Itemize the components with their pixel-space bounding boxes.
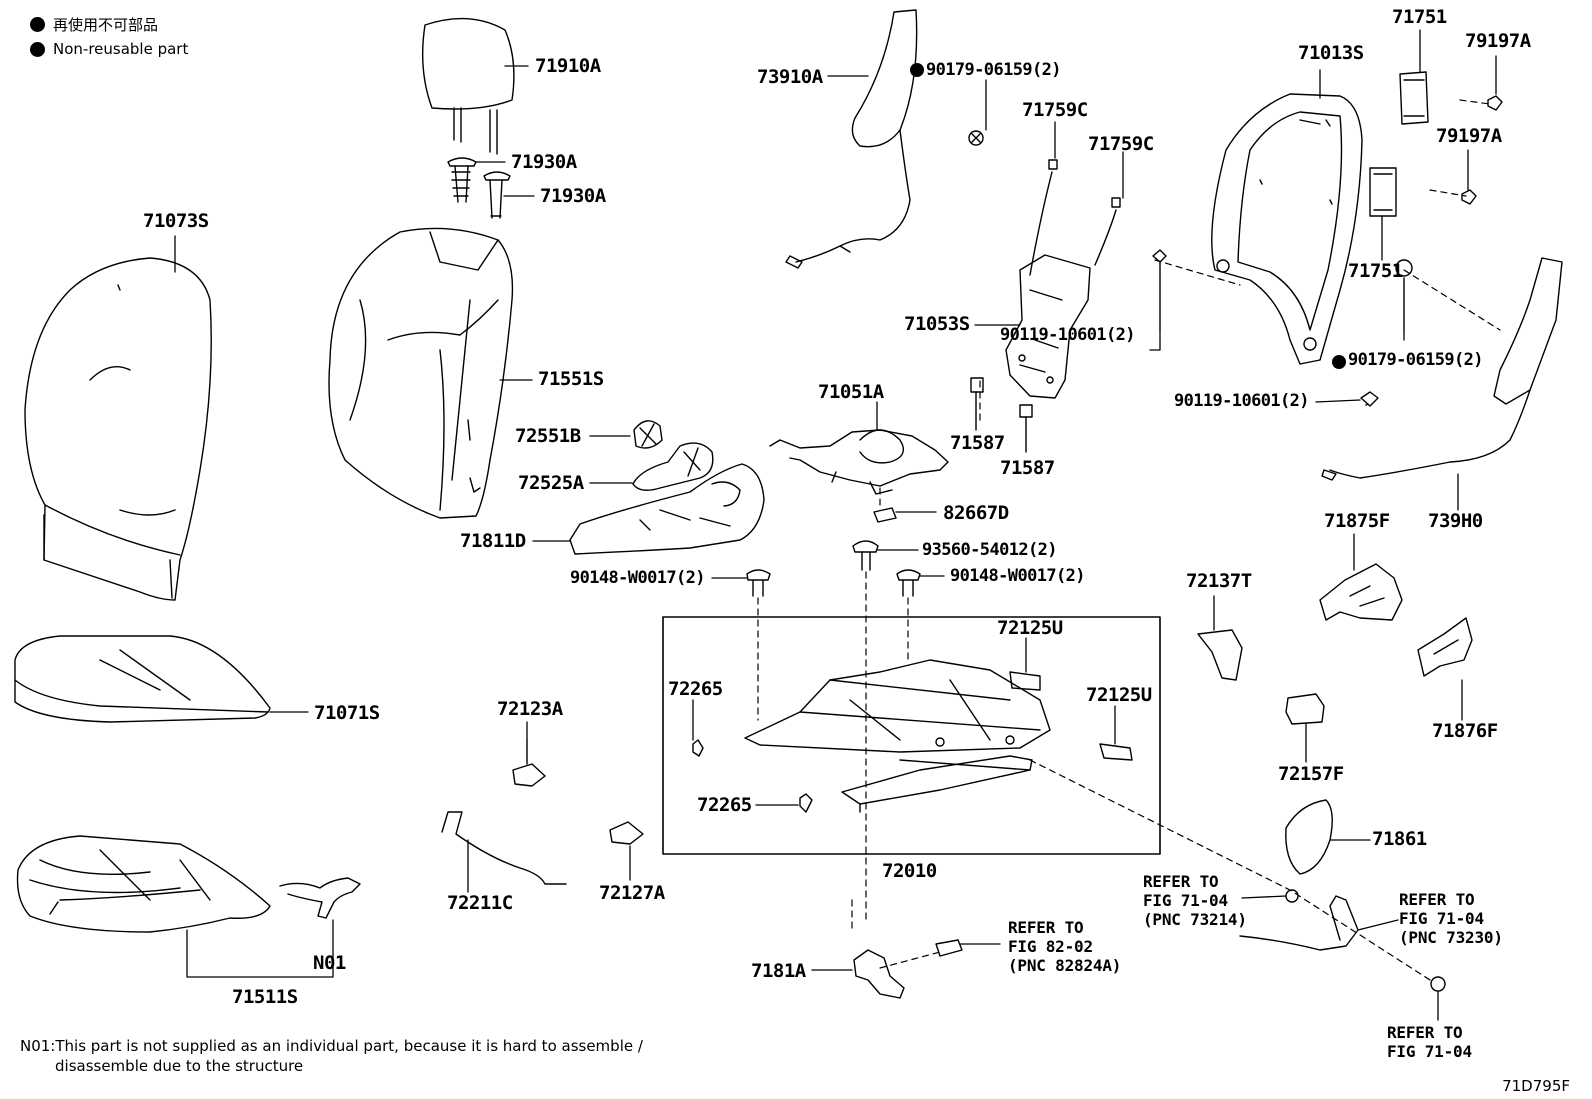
part-label-72551B[interactable]: 72551B <box>515 425 581 447</box>
recliner-lever-drawing <box>632 442 714 491</box>
clip-drawing <box>970 377 1033 453</box>
part-label-72265-2[interactable]: 72265 <box>697 794 752 816</box>
part-label-90179-06159-2[interactable]: 90179-06159(2) <box>1348 350 1483 370</box>
part-label-7181A[interactable]: 7181A <box>751 960 806 982</box>
part-label-90148-W0017[interactable]: 90148-W0017(2) <box>570 568 705 588</box>
reference-fig-71-04[interactable]: REFER TO FIG 71-04 <box>1387 1023 1472 1061</box>
leader-lines <box>174 29 1497 1021</box>
part-label-71073S[interactable]: 71073S <box>143 210 209 232</box>
seatback-frame-drawing <box>1211 93 1363 365</box>
legend-jp-text: 再使用不可部品 <box>53 16 159 34</box>
legend-en: Non-reusable part <box>30 40 188 58</box>
clip-72127A-drawing <box>609 821 644 845</box>
headrest-guide-drawing <box>447 157 511 219</box>
part-label-90119-10601[interactable]: 90119-10601(2) <box>1000 325 1135 345</box>
shield-drawing <box>569 463 765 555</box>
part-label-71587[interactable]: 71587 <box>950 432 1005 454</box>
seat-track-group-box <box>662 616 1161 855</box>
screw-drawing <box>1461 95 1503 205</box>
part-label-71051A[interactable]: 71051A <box>818 381 884 403</box>
figure-id: 71D795F <box>1502 1077 1570 1095</box>
part-label-71759C[interactable]: 71759C <box>1022 99 1088 121</box>
footnote-line-1: N01:This part is not supplied as an indi… <box>20 1037 643 1055</box>
part-label-71875F[interactable]: 71875F <box>1324 510 1390 532</box>
seat-cushion-cover-drawing <box>14 635 271 723</box>
reference-fig-71-04-pnc-73214[interactable]: REFER TO FIG 71-04 (PNC 73214) <box>1143 872 1247 929</box>
cover-72137T-drawing <box>1197 629 1243 681</box>
part-label-72010[interactable]: 72010 <box>882 860 937 882</box>
non-reusable-marker-icon <box>1332 355 1346 369</box>
part-label-71759C-2[interactable]: 71759C <box>1088 133 1154 155</box>
part-label-71053S[interactable]: 71053S <box>904 313 970 335</box>
part-label-72125U[interactable]: 72125U <box>997 617 1063 639</box>
part-label-71013S[interactable]: 71013S <box>1298 42 1364 64</box>
adjuster-bracket-drawing <box>1005 254 1091 399</box>
seat-track-drawing <box>744 659 1051 813</box>
part-label-72157F[interactable]: 72157F <box>1278 763 1344 785</box>
cable-drawing <box>1029 159 1121 276</box>
reference-fig-71-04-pnc-73230[interactable]: REFER TO FIG 71-04 (PNC 73230) <box>1399 890 1503 947</box>
part-label-71811D[interactable]: 71811D <box>460 530 526 552</box>
headrest-drawing <box>421 17 515 155</box>
part-label-79197A[interactable]: 79197A <box>1465 30 1531 52</box>
side-airbag-2-drawing <box>1321 257 1563 481</box>
part-label-90179-06159[interactable]: 90179-06159(2) <box>926 60 1061 80</box>
n01-wire-drawing <box>279 877 361 919</box>
bracket-pad-drawing <box>1369 71 1429 217</box>
side-airbag-drawing <box>785 9 984 269</box>
reference-fig-82-02[interactable]: REFER TO FIG 82-02 (PNC 82824A) <box>1008 918 1122 975</box>
wire-72211C-drawing <box>441 811 567 885</box>
part-label-93560-54012[interactable]: 93560-54012(2) <box>922 540 1057 560</box>
part-label-72137T[interactable]: 72137T <box>1186 570 1252 592</box>
part-label-71511S[interactable]: 71511S <box>232 986 298 1008</box>
part-label-72125U-2[interactable]: 72125U <box>1086 684 1152 706</box>
part-label-82667D[interactable]: 82667D <box>943 502 1009 524</box>
part-label-71751[interactable]: 71751 <box>1392 6 1447 28</box>
part-label-71587-2[interactable]: 71587 <box>1000 457 1055 479</box>
non-reusable-marker-icon <box>910 63 924 77</box>
part-label-72123A[interactable]: 72123A <box>497 698 563 720</box>
part-label-90119-10601-2[interactable]: 90119-10601(2) <box>1174 391 1309 411</box>
part-label-72127A[interactable]: 72127A <box>599 882 665 904</box>
knob-drawing <box>633 420 663 449</box>
part-label-71861[interactable]: 71861 <box>1372 828 1427 850</box>
part-label-71930A[interactable]: 71930A <box>511 151 577 173</box>
part-label-71551S[interactable]: 71551S <box>538 368 604 390</box>
seatback-cover-drawing <box>24 257 212 601</box>
bracket-7181A-drawing <box>853 939 963 999</box>
non-reusable-dot-icon <box>30 17 45 32</box>
part-label-71751-2[interactable]: 71751 <box>1348 260 1403 282</box>
fastener-drawing <box>1152 249 1413 407</box>
part-label-71910A[interactable]: 71910A <box>535 55 601 77</box>
part-label-90148-W0017-2[interactable]: 90148-W0017(2) <box>950 566 1085 586</box>
seatback-pad-drawing <box>328 227 514 519</box>
part-label-79197A-2[interactable]: 79197A <box>1436 125 1502 147</box>
clip-72123A-drawing <box>512 739 546 787</box>
cover-71861-drawing <box>1285 799 1333 875</box>
bolt-drawing <box>746 540 921 597</box>
part-label-73910A[interactable]: 73910A <box>757 66 823 88</box>
legend-en-text: Non-reusable part <box>53 40 189 58</box>
part-label-72265[interactable]: 72265 <box>668 678 723 700</box>
part-label-71876F[interactable]: 71876F <box>1432 720 1498 742</box>
bracket-71876F-drawing <box>1417 617 1473 677</box>
wire-harness-drawing <box>769 429 949 495</box>
switch-72157F-drawing <box>1285 693 1325 725</box>
part-label-71071S[interactable]: 71071S <box>314 702 380 724</box>
part-label-739H0[interactable]: 739H0 <box>1428 510 1483 532</box>
part-label-72525A[interactable]: 72525A <box>518 472 584 494</box>
hook-drawing <box>692 671 1133 813</box>
bracket-71875F-drawing <box>1319 563 1403 621</box>
footnote-line-2: disassemble due to the structure <box>55 1057 304 1075</box>
seat-cushion-pad-drawing <box>16 835 271 933</box>
part-label-N01[interactable]: N01 <box>313 952 346 974</box>
part-label-72211C[interactable]: 72211C <box>447 892 513 914</box>
part-label-71930A-2[interactable]: 71930A <box>540 185 606 207</box>
non-reusable-dot-icon <box>30 41 45 57</box>
connector-drawing <box>873 507 897 523</box>
legend-jp: 再使用不可部品 <box>30 14 158 35</box>
